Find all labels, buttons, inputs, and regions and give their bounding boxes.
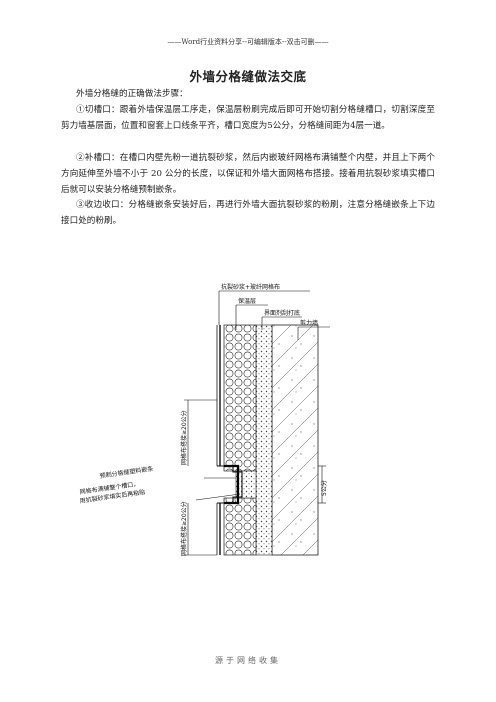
step-2-paragraph: ②补槽口：在槽口内壁先粉一道抗裂砂浆，然后内嵌玻纤网格布满铺整个内壁，并且上下两…	[61, 153, 435, 195]
label-mesh-layer: 抗裂砂浆+玻纤网格布	[221, 283, 280, 291]
insulation-lower	[223, 497, 257, 556]
groove-fill	[235, 470, 257, 499]
label-mesh-overlap-top: 网格布搭接≥20公分	[180, 410, 188, 465]
insulation-upper	[223, 324, 257, 472]
page-header: ——Word行业资料分享--可编辑版本--双击可删——	[167, 38, 329, 46]
step-1-paragraph: ①切槽口：跟着外墙保温层工序走，保温层粉刷完成后即可开始切割分格缝槽口，切割深度…	[61, 105, 435, 131]
label-precast-strip: 预制分格缝塑料嵌条	[99, 465, 154, 480]
page-title: 外墙分格缝做法交底	[189, 69, 307, 84]
page-footer: 源于网络收集	[215, 656, 281, 665]
label-shear-wall: 剪力墙	[300, 319, 318, 327]
shear-wall-layer	[271, 324, 319, 556]
label-groove-width: 5公分	[320, 480, 328, 496]
label-insulation: 保温层	[238, 297, 256, 305]
label-interface: 界面剂刮打底	[264, 309, 300, 317]
label-mesh-overlap-bottom: 网格布搭接≥20公分	[180, 501, 188, 556]
intro-paragraph: 外墙分格缝的正确做法步骤：	[76, 89, 188, 99]
interface-layer	[255, 324, 273, 556]
step-3-paragraph: ③收边收口：分格缝嵌条安装好后，再进行外墙大面抗裂砂浆的粉刷，注意分格缝嵌条上下…	[61, 200, 435, 226]
